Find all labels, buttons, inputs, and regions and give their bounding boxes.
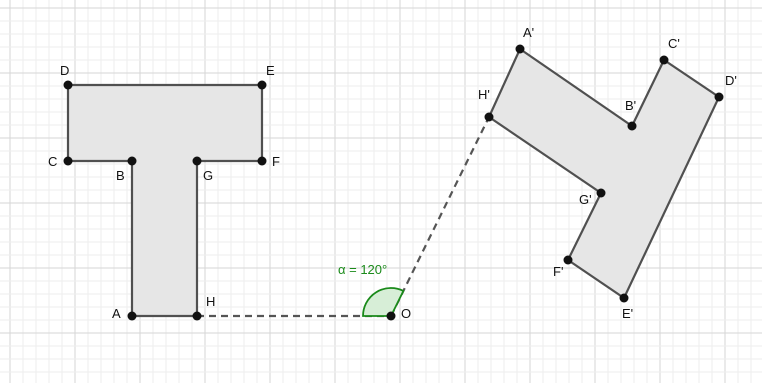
label-h-prime: H' bbox=[478, 87, 490, 102]
point-b-prime bbox=[627, 121, 637, 131]
label-g: G bbox=[203, 168, 213, 183]
rotation-angle-arc bbox=[362, 287, 405, 317]
point-o bbox=[386, 311, 396, 321]
point-a bbox=[127, 311, 137, 321]
label-f-prime: F' bbox=[553, 264, 563, 279]
label-e-prime: E' bbox=[622, 306, 633, 321]
point-c bbox=[63, 156, 73, 166]
segment-o-to-h-prime bbox=[390, 116, 490, 317]
label-a: A bbox=[112, 306, 121, 321]
angle-label: α = 120° bbox=[338, 262, 387, 277]
point-a-prime bbox=[515, 44, 525, 54]
label-h: H bbox=[206, 294, 215, 309]
label-c: C bbox=[48, 154, 57, 169]
label-f: F bbox=[272, 154, 280, 169]
label-e: E bbox=[266, 63, 275, 78]
points bbox=[63, 44, 724, 321]
point-d bbox=[63, 80, 73, 90]
point-f-prime bbox=[563, 255, 573, 265]
label-c-prime: C' bbox=[668, 36, 680, 51]
point-e bbox=[257, 80, 267, 90]
label-d: D bbox=[60, 63, 69, 78]
point-h bbox=[192, 311, 202, 321]
label-d-prime: D' bbox=[725, 73, 737, 88]
point-g bbox=[192, 156, 202, 166]
point-c-prime bbox=[659, 55, 669, 65]
point-b bbox=[127, 156, 137, 166]
point-labels: A B C D E F G H A' B' C' D' E' F' G' H' O bbox=[48, 25, 737, 321]
point-h-prime bbox=[484, 112, 494, 122]
label-o: O bbox=[401, 306, 411, 321]
label-a-prime: A' bbox=[523, 25, 534, 40]
label-b: B bbox=[116, 168, 125, 183]
point-f bbox=[257, 156, 267, 166]
label-b-prime: B' bbox=[625, 98, 636, 113]
point-g-prime bbox=[596, 188, 606, 198]
point-d-prime bbox=[714, 92, 724, 102]
point-e-prime bbox=[619, 293, 629, 303]
label-g-prime: G' bbox=[579, 192, 592, 207]
